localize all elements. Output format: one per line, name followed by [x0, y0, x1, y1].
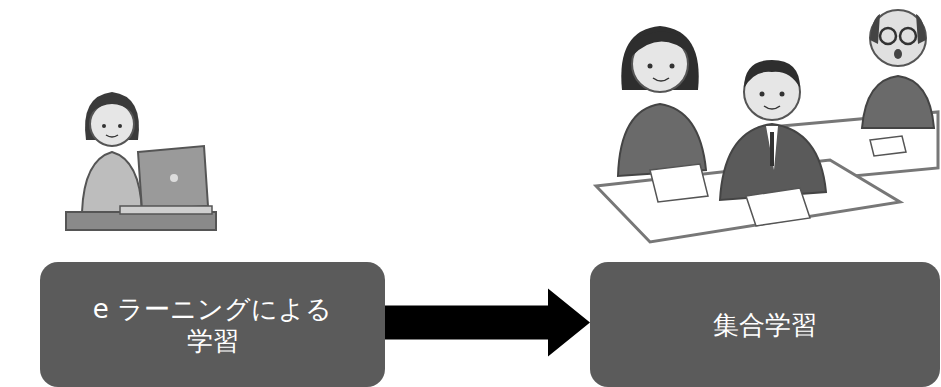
mouth	[764, 106, 780, 109]
shirt	[766, 126, 778, 170]
keyboard	[120, 206, 212, 214]
fringe	[632, 31, 690, 56]
text-stack: e ラーニングによる 学習	[83, 293, 343, 357]
eye	[648, 64, 653, 69]
eye	[102, 124, 106, 128]
text-stack: 集合学習	[615, 309, 915, 341]
body	[862, 76, 934, 128]
box-label: e ラーニングによる 学習	[83, 293, 343, 357]
glasses	[880, 28, 896, 44]
eye	[670, 64, 675, 69]
group-training-illustration	[596, 10, 938, 242]
laptop-logo	[170, 174, 178, 182]
mouth	[894, 49, 902, 59]
block-arrow	[385, 289, 590, 357]
paper	[650, 164, 708, 202]
box-label: 集合学習	[615, 309, 915, 341]
mouth	[106, 135, 118, 137]
process-box: 集合学習	[590, 262, 940, 387]
eye	[760, 92, 765, 97]
paper	[870, 136, 906, 156]
tie	[770, 132, 774, 166]
process-box: e ラーニングによる 学習	[40, 262, 385, 387]
fringe	[92, 96, 132, 112]
eye	[780, 92, 785, 97]
glasses	[900, 28, 916, 44]
mouth	[653, 78, 669, 81]
eye	[118, 124, 122, 128]
body	[720, 124, 826, 200]
paper	[746, 188, 810, 226]
laptop	[138, 146, 208, 210]
head	[870, 10, 926, 66]
body	[82, 152, 142, 212]
elearning-illustration	[66, 92, 216, 230]
hair	[870, 14, 926, 44]
hair	[744, 60, 800, 88]
